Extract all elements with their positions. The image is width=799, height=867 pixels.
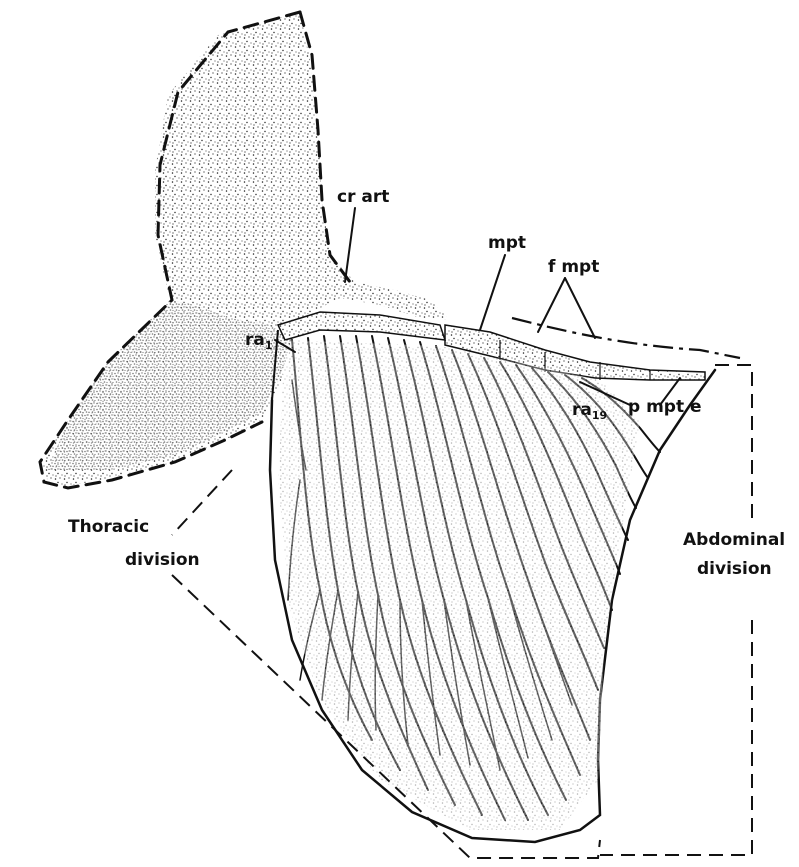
label-ra19-sub: 19 bbox=[592, 409, 607, 422]
thoracic-fin-dense-shading bbox=[48, 300, 292, 470]
label-ra19-base: ra bbox=[572, 400, 592, 420]
label-abdominal-line1: Abdominal bbox=[683, 530, 785, 550]
label-cr-art: cr art bbox=[337, 187, 389, 207]
label-ra1-base: ra bbox=[245, 330, 265, 350]
label-f-mpt: f mpt bbox=[548, 257, 599, 277]
label-thoracic-line1: Thoracic bbox=[68, 517, 149, 537]
label-thoracic-line2: division bbox=[125, 550, 200, 570]
label-p-mpt-e: p mpt e bbox=[628, 397, 702, 417]
label-mpt: mpt bbox=[488, 233, 526, 253]
label-ra1-sub: 1 bbox=[265, 339, 273, 352]
label-abdominal-line2: division bbox=[697, 559, 772, 579]
